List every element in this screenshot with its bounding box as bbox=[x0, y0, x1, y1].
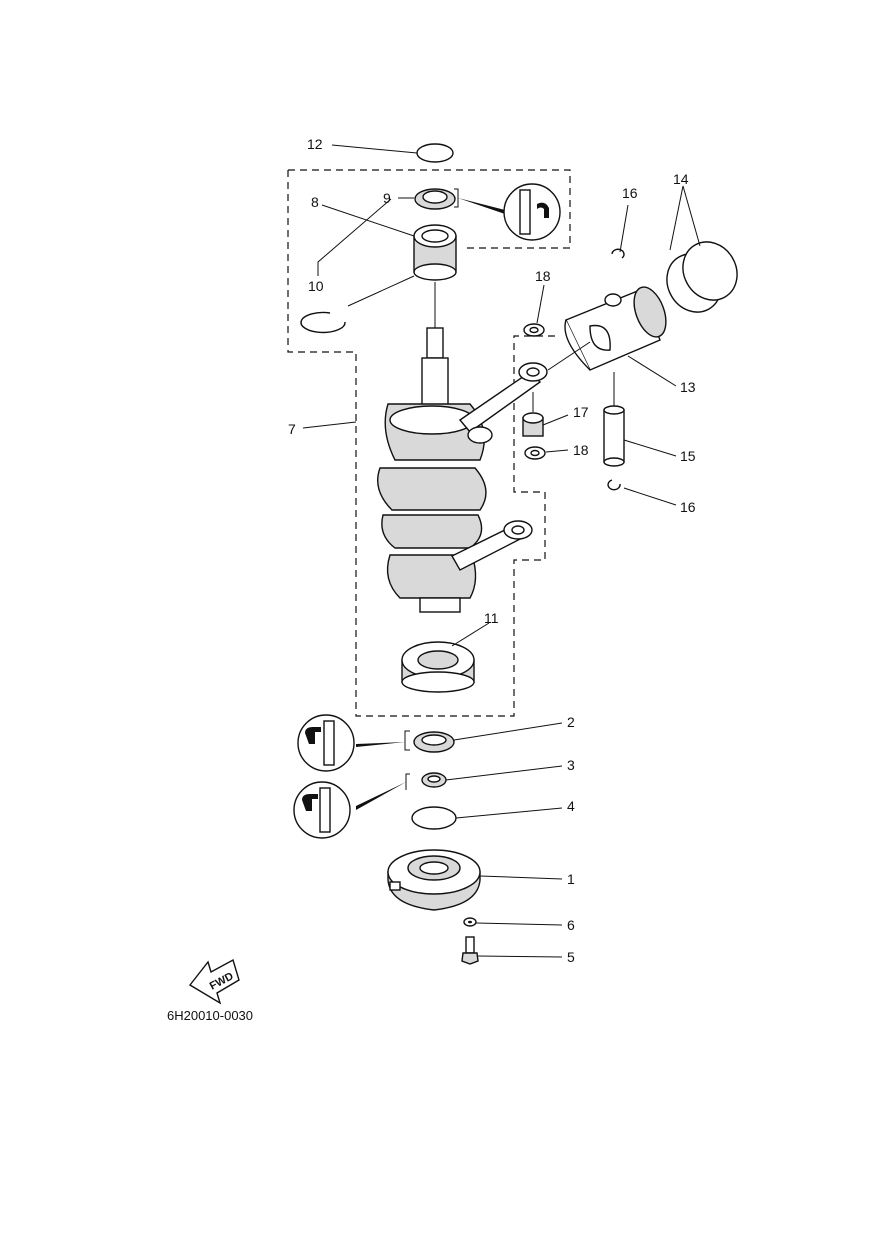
callout-5: 5 bbox=[567, 949, 575, 965]
callout-11: 11 bbox=[484, 610, 499, 626]
callout-13: 13 bbox=[680, 379, 696, 395]
part-9-oil-seal bbox=[398, 188, 505, 214]
part-18-washer-lower bbox=[524, 446, 569, 460]
callout-15: 15 bbox=[680, 448, 696, 464]
assembly-group-outline bbox=[287, 169, 571, 717]
callout-16-upper: 16 bbox=[622, 185, 638, 201]
part-7-crankshaft bbox=[377, 282, 548, 613]
part-11-ball-bearing bbox=[401, 622, 490, 693]
part-12-o-ring bbox=[331, 143, 454, 163]
callout-18-upper: 18 bbox=[535, 268, 551, 284]
forward-direction-icon: FWD bbox=[188, 958, 240, 1005]
part-14-piston-rings bbox=[666, 185, 738, 313]
callout-9: 9 bbox=[383, 190, 391, 206]
callout-4: 4 bbox=[567, 798, 575, 814]
part-16-piston-pin-clip-upper bbox=[611, 204, 629, 259]
part-15-piston-pin bbox=[603, 372, 677, 467]
diagram-code: 6H20010-0030 bbox=[167, 1008, 253, 1023]
callout-17: 17 bbox=[573, 404, 589, 420]
part-4-o-ring bbox=[411, 806, 563, 830]
part-5-bolt bbox=[461, 936, 563, 965]
part-3-oil-seal bbox=[356, 765, 563, 810]
callout-14: 14 bbox=[673, 171, 689, 187]
part-18-washer-upper bbox=[523, 284, 545, 337]
callout-12: 12 bbox=[307, 136, 323, 152]
callout-3: 3 bbox=[567, 757, 575, 773]
callout-8: 8 bbox=[311, 194, 319, 210]
part-2-oil-seal bbox=[356, 722, 563, 753]
callout-16-lower: 16 bbox=[680, 499, 696, 515]
part-16-piston-pin-clip-lower bbox=[607, 479, 677, 506]
part-17-small-bearing bbox=[522, 392, 569, 437]
callout-10: 10 bbox=[308, 278, 324, 294]
grease-application-icon bbox=[293, 781, 351, 839]
part-6-washer bbox=[463, 917, 563, 927]
part-1-bearing-housing bbox=[387, 849, 563, 911]
callout-1: 1 bbox=[567, 871, 575, 887]
grease-application-icon bbox=[297, 714, 355, 772]
part-13-piston bbox=[547, 286, 677, 387]
callout-18-lower: 18 bbox=[573, 442, 589, 458]
callout-2: 2 bbox=[567, 714, 575, 730]
part-8-needle-bearing bbox=[321, 204, 457, 281]
grease-application-icon bbox=[503, 183, 561, 241]
callout-7: 7 bbox=[288, 421, 296, 437]
callout-6: 6 bbox=[567, 917, 575, 933]
part-10-circlip bbox=[300, 198, 415, 334]
